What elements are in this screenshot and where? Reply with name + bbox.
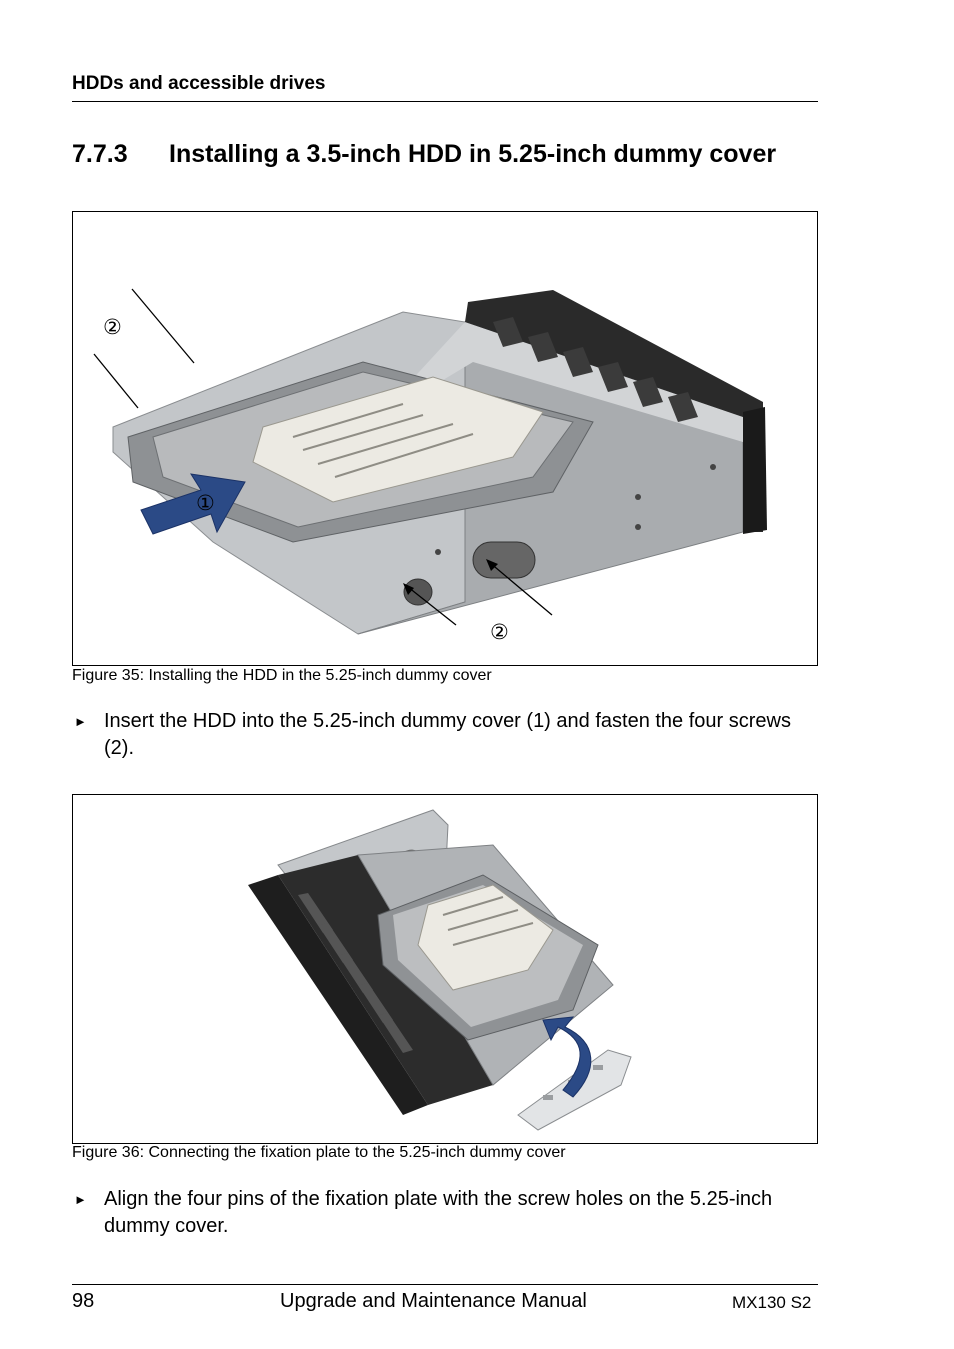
- callout-1: ①: [196, 491, 215, 515]
- instruction-step-1: ► Insert the HDD into the 5.25-inch dumm…: [72, 708, 818, 762]
- running-header: HDDs and accessible drives: [72, 73, 326, 94]
- callout-2-top: ②: [103, 315, 122, 339]
- figure-36-illustration: [248, 809, 632, 1131]
- insert-arrow-icon: [140, 473, 246, 535]
- rotate-arrow-icon: [542, 1016, 592, 1098]
- figure-35-caption: Figure 35: Installing the HDD in the 5.2…: [72, 667, 492, 684]
- instruction-step-2: ► Align the four pins of the fixation pl…: [72, 1186, 818, 1240]
- section-heading: 7.7.3 Installing a 3.5-inch HDD in 5.25-i…: [72, 140, 776, 169]
- figure-35: ② ① ②: [72, 211, 818, 666]
- section-number: 7.7.3: [72, 140, 128, 168]
- instruction-text: Insert the HDD into the 5.25-inch dummy …: [104, 710, 791, 759]
- bullet-triangle-icon: ►: [74, 1192, 87, 1207]
- figure-36: [72, 794, 818, 1144]
- callout-2-bottom: ②: [490, 620, 509, 644]
- instruction-text: Align the four pins of the fixation plat…: [104, 1188, 773, 1237]
- figure-36-caption: Figure 36: Connecting the fixation plate…: [72, 1144, 566, 1161]
- header-divider: [72, 101, 818, 102]
- page-number: 98: [72, 1290, 95, 1312]
- figure-35-illustration: ② ① ②: [93, 288, 767, 644]
- section-title: Installing a 3.5-inch HDD in 5.25-inch d…: [169, 140, 777, 168]
- footer-divider: [72, 1284, 818, 1285]
- model-name: MX130 S2: [732, 1293, 812, 1312]
- manual-title: Upgrade and Maintenance Manual: [280, 1290, 587, 1312]
- bullet-triangle-icon: ►: [74, 714, 87, 729]
